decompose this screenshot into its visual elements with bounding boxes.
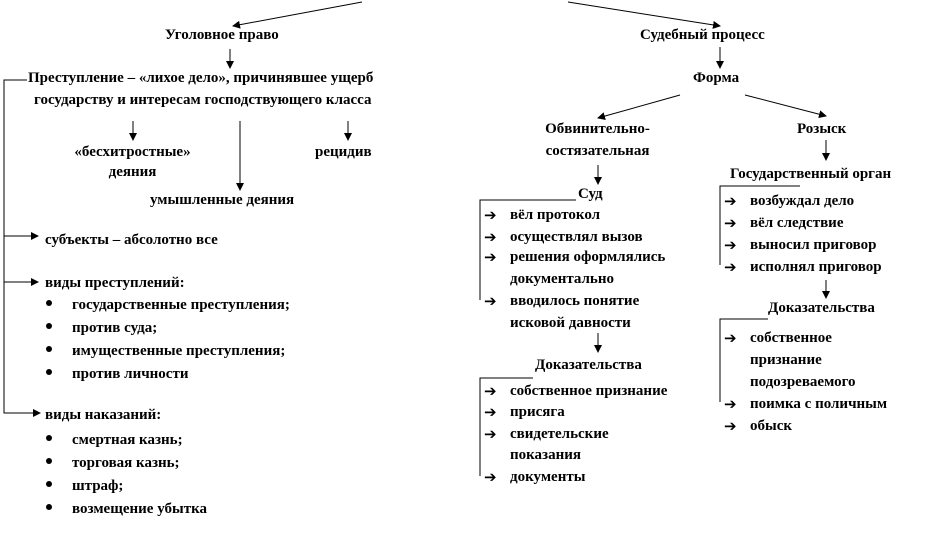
- crime-type-item: государственные преступления;: [72, 297, 290, 313]
- court-evidence-item: свидетельские: [510, 426, 609, 442]
- crime-definition-line-1: Преступление – «лихое дело», причинявшее…: [28, 70, 374, 86]
- court-evidence-item: документы: [510, 469, 586, 485]
- adversarial-form-line-2: состязательная: [545, 143, 650, 159]
- court-item: вёл протокол: [510, 207, 601, 223]
- organ-item: выносил приговор: [750, 237, 877, 253]
- court-label: Суд: [578, 186, 603, 202]
- arrow-right-icon: ➔: [484, 228, 497, 246]
- bullet-dot: [46, 435, 52, 441]
- state-organ-label: Государственный орган: [730, 166, 892, 182]
- bullet-dot: [46, 369, 52, 375]
- court-evidence-title: Доказательства: [535, 357, 642, 373]
- arrow-right-icon: ➔: [724, 236, 737, 254]
- bullet-dot: [46, 346, 52, 352]
- crime-type-item: против суда;: [72, 320, 158, 336]
- bullet-dot: [46, 300, 52, 306]
- court-item: документально: [510, 271, 615, 287]
- search-evidence-item: подозреваемого: [750, 374, 856, 390]
- court-evidence-item: присяга: [510, 404, 565, 420]
- court-item: решения оформлялись: [510, 249, 666, 265]
- judicial-process-title: Судебный процесс: [640, 27, 765, 43]
- arrow-right-icon: ➔: [484, 403, 497, 421]
- search-form-label: Розыск: [797, 121, 847, 137]
- arrow-right-icon: ➔: [484, 248, 497, 266]
- court-item: вводилось понятие: [510, 293, 640, 309]
- bullet-dot: [46, 504, 52, 510]
- arrow-right-icon: ➔: [724, 395, 737, 413]
- arrow-right-icon: ➔: [484, 468, 497, 486]
- punishment-item: возмещение убытка: [72, 501, 207, 517]
- crime-type-item: против личности: [72, 366, 189, 382]
- arrow-right-icon: ➔: [724, 258, 737, 276]
- arrow-right-icon: ➔: [724, 417, 737, 435]
- subjects-label: субъекты – абсолотно все: [45, 232, 218, 248]
- bullet-dot: [46, 458, 52, 464]
- arrow-right-icon: ➔: [724, 214, 737, 232]
- search-evidence-item: обыск: [750, 418, 793, 434]
- criminal-law-title: Уголовное право: [165, 27, 279, 43]
- arrow-right-icon: ➔: [484, 425, 497, 443]
- search-evidence-item: собственное: [750, 330, 832, 346]
- search-evidence-item: признание: [750, 352, 822, 368]
- search-evidence-title: Доказательства: [768, 300, 875, 316]
- court-evidence-item: собственное признание: [510, 383, 668, 399]
- court-evidence-item: показания: [510, 447, 581, 463]
- court-item: осуществлял вызов: [510, 229, 643, 245]
- recidive-label: рецидив: [315, 144, 372, 160]
- court-item: исковой давности: [510, 315, 631, 331]
- organ-item: возбуждал дело: [750, 193, 855, 209]
- intentional-acts-label: умышленные деяния: [150, 192, 295, 208]
- crime-type-item: имущественные преступления;: [72, 343, 286, 359]
- arrow-right-icon: ➔: [484, 292, 497, 310]
- adversarial-form-line-1: Обвинительно-: [545, 121, 650, 137]
- crime-types-title: виды преступлений:: [45, 275, 185, 291]
- punishment-item: смертная казнь;: [72, 432, 183, 448]
- organ-item: исполнял приговор: [750, 259, 882, 275]
- search-evidence-item: поимка с поличным: [750, 396, 888, 412]
- bullet-dot: [46, 481, 52, 487]
- arrow-right-icon: ➔: [724, 329, 737, 347]
- punishment-types-title: виды наказаний:: [45, 407, 162, 423]
- arrow-right-icon: ➔: [724, 192, 737, 210]
- arrow-right-icon: ➔: [484, 206, 497, 224]
- organ-item: вёл следствие: [750, 215, 844, 231]
- punishment-item: торговая казнь;: [72, 455, 180, 471]
- artless-acts-line-2: деяния: [108, 164, 157, 180]
- bullet-dot: [46, 323, 52, 329]
- arrow-right-icon: ➔: [484, 382, 497, 400]
- form-label: Форма: [693, 70, 740, 86]
- punishment-item: штраф;: [72, 478, 124, 494]
- artless-acts-line-1: «бесхитростные»: [74, 144, 191, 160]
- crime-definition-line-2: государству и интересам господствующего …: [34, 92, 372, 108]
